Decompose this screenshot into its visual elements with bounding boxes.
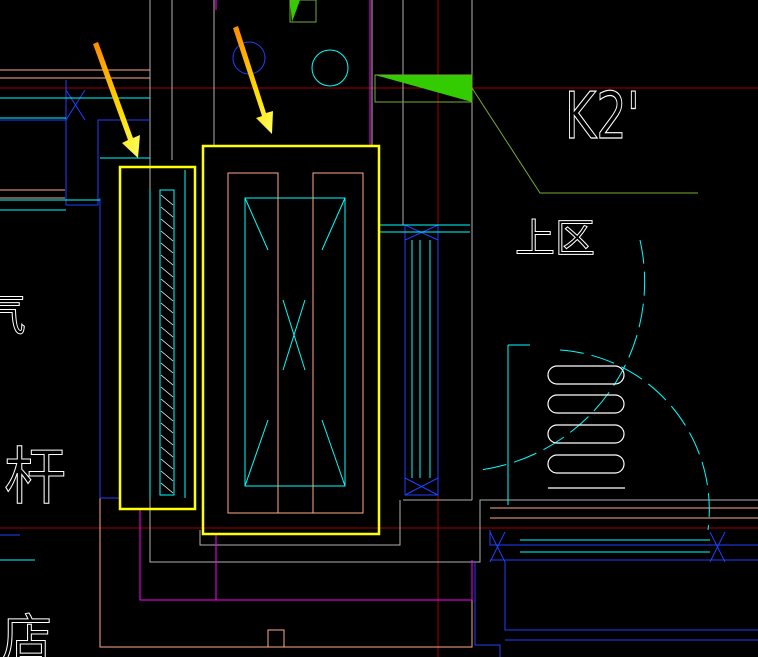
- magenta-lines: [139, 0, 473, 601]
- hatch-line: [160, 398, 174, 410]
- hatch-line: [160, 302, 174, 314]
- left-char-bottom: 店: [2, 609, 52, 657]
- hatch-line: [160, 374, 174, 386]
- top-right-annotation: 上区: [515, 216, 595, 262]
- grid-label: K2': [565, 79, 640, 154]
- cyan-lines: [0, 97, 710, 561]
- hatch-line: [160, 482, 174, 494]
- cyan-circle: [311, 49, 349, 87]
- hatch-line: [160, 218, 174, 230]
- hatch-line: [160, 362, 174, 374]
- hatch-panel: [160, 194, 174, 494]
- highlight-boxes: [118, 144, 381, 536]
- hatch-line: [160, 326, 174, 338]
- right-arrow: [233, 26, 273, 134]
- right-detail-box: [201, 144, 381, 536]
- left-detail-box: [118, 165, 197, 511]
- hatch-line: [160, 230, 174, 242]
- pointer-arrows: [93, 26, 273, 158]
- hatch-line: [160, 194, 174, 206]
- hatch-line: [160, 458, 174, 470]
- hatch-line: [160, 278, 174, 290]
- left-char-mid: 杆: [4, 440, 66, 513]
- right-panel: [312, 172, 364, 514]
- dimension-glyphs: [547, 365, 625, 489]
- hatch-line: [160, 410, 174, 422]
- hatch-line: [160, 314, 174, 326]
- hatch-line: [160, 350, 174, 362]
- hatch-line: [160, 290, 174, 302]
- green-marker: [289, 0, 698, 194]
- left-char-top: 气: [0, 287, 26, 341]
- hatch-line: [160, 434, 174, 446]
- hatch-line: [160, 422, 174, 434]
- hatch-line: [160, 386, 174, 398]
- hatch-line: [160, 446, 174, 458]
- hatch-line: [160, 254, 174, 266]
- salmon-panels: [227, 172, 364, 514]
- left-arrow: [93, 42, 140, 158]
- hatch-line: [160, 470, 174, 482]
- salmon-frames: [0, 69, 758, 648]
- hatch-line: [160, 242, 174, 254]
- hatch-line: [160, 266, 174, 278]
- hatch-line: [160, 206, 174, 218]
- hatch-line: [160, 338, 174, 350]
- text-labels: K2' 上区 气 杆 店: [0, 79, 640, 657]
